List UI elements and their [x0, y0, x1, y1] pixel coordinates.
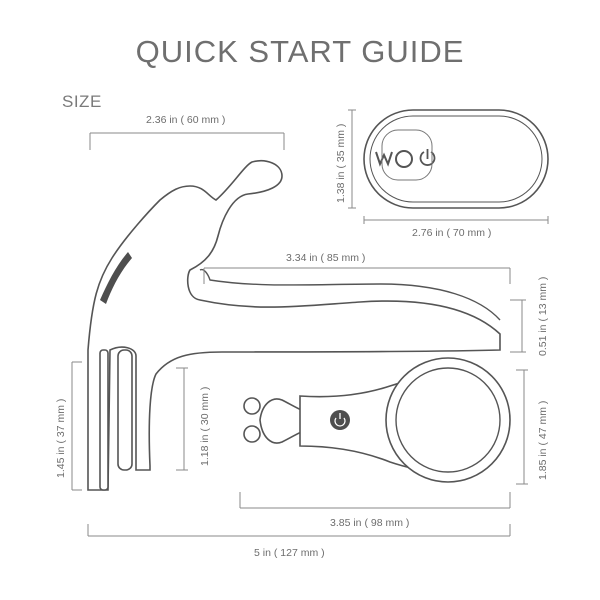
ring-height-left-label: 1.45 in ( 37 mm ): [55, 399, 67, 478]
bottom-unit-width-label: 3.85 in ( 98 mm ): [330, 517, 409, 529]
remote-height-label: 1.38 in ( 35 mm ): [335, 124, 347, 203]
shaft-length-dimension: 3.34 in ( 85 mm ): [203, 252, 511, 284]
total-width-label: 5 in ( 127 mm ): [254, 547, 325, 559]
circle-button-icon: [395, 150, 413, 168]
bottom-unit-width-dimension: 3.85 in ( 98 mm ): [239, 492, 511, 529]
top-width-label: 2.36 in ( 60 mm ): [146, 114, 225, 126]
ring-diameter-dimension: 1.85 in ( 47 mm ): [516, 369, 549, 485]
vibration-icon: [375, 151, 393, 167]
remote-width-label: 2.76 in ( 70 mm ): [412, 227, 491, 239]
product-side-view: [87, 160, 501, 491]
ring-diameter-label: 1.85 in ( 47 mm ): [537, 401, 549, 480]
power-icon: [419, 149, 436, 166]
section-label: SIZE: [62, 92, 102, 111]
remote-width-dimension: 2.76 in ( 70 mm ): [363, 216, 549, 239]
shaft-thickness-dimension: 0.51 in ( 13 mm ): [510, 277, 549, 356]
remote-height-dimension: 1.38 in ( 35 mm ): [335, 109, 356, 209]
shaft-length-label: 3.34 in ( 85 mm ): [286, 252, 365, 264]
top-width-dimension: 2.36 in ( 60 mm ): [89, 114, 285, 150]
ring-height-inner-dimension: 1.18 in ( 30 mm ): [176, 367, 211, 471]
page-title: QUICK START GUIDE: [135, 34, 465, 69]
product-top-view: [243, 357, 511, 483]
ring-height-left-dimension: 1.45 in ( 37 mm ): [55, 361, 82, 491]
ring-height-inner-label: 1.18 in ( 30 mm ): [199, 387, 211, 466]
remote-control: [363, 109, 549, 209]
total-width-dimension: 5 in ( 127 mm ): [87, 524, 511, 559]
shaft-thickness-label: 0.51 in ( 13 mm ): [537, 277, 549, 356]
